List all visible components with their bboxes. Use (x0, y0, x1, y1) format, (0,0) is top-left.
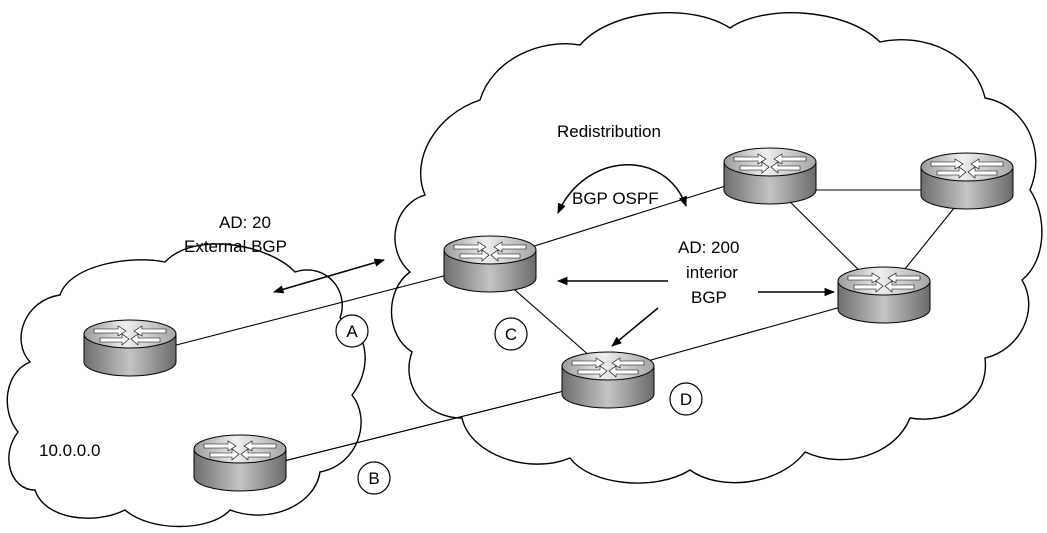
bgp-ospf-label: BGP OSPF (572, 189, 659, 208)
link-c-top (489, 171, 771, 261)
marker-d-label: D (680, 390, 692, 409)
router-d (561, 351, 655, 409)
left-cloud (6, 243, 366, 528)
marker-a-label: A (346, 322, 358, 341)
network-address-label: 10.0.0.0 (39, 441, 100, 460)
marker-a: A (335, 314, 369, 348)
router-left-bottom (193, 434, 287, 492)
external-bgp-arrow (272, 258, 386, 294)
router-right (920, 152, 1014, 210)
router-top (723, 147, 817, 205)
interior-ad-label: AD: 200 (678, 238, 739, 257)
external-ad-label: AD: 20 (219, 213, 271, 232)
router-bottom-right (837, 266, 931, 324)
link-r2-d (239, 379, 609, 473)
redistribution-arrow (557, 164, 687, 214)
external-bgp-label: External BGP (184, 237, 287, 256)
interior-label: interior (686, 263, 738, 282)
marker-c-label: C (505, 325, 517, 344)
right-cloud (390, 12, 1043, 484)
marker-d: D (669, 382, 703, 416)
interior-bgp-label: BGP (691, 288, 727, 307)
marker-c: C (494, 317, 528, 351)
marker-b: B (357, 461, 391, 495)
link-r1-c (129, 263, 491, 358)
ibgp-arrow-to-d (611, 307, 659, 347)
router-c (443, 235, 537, 293)
router-left-top (83, 319, 177, 377)
marker-b-label: B (368, 469, 379, 488)
redistribution-label: Redistribution (557, 122, 661, 141)
